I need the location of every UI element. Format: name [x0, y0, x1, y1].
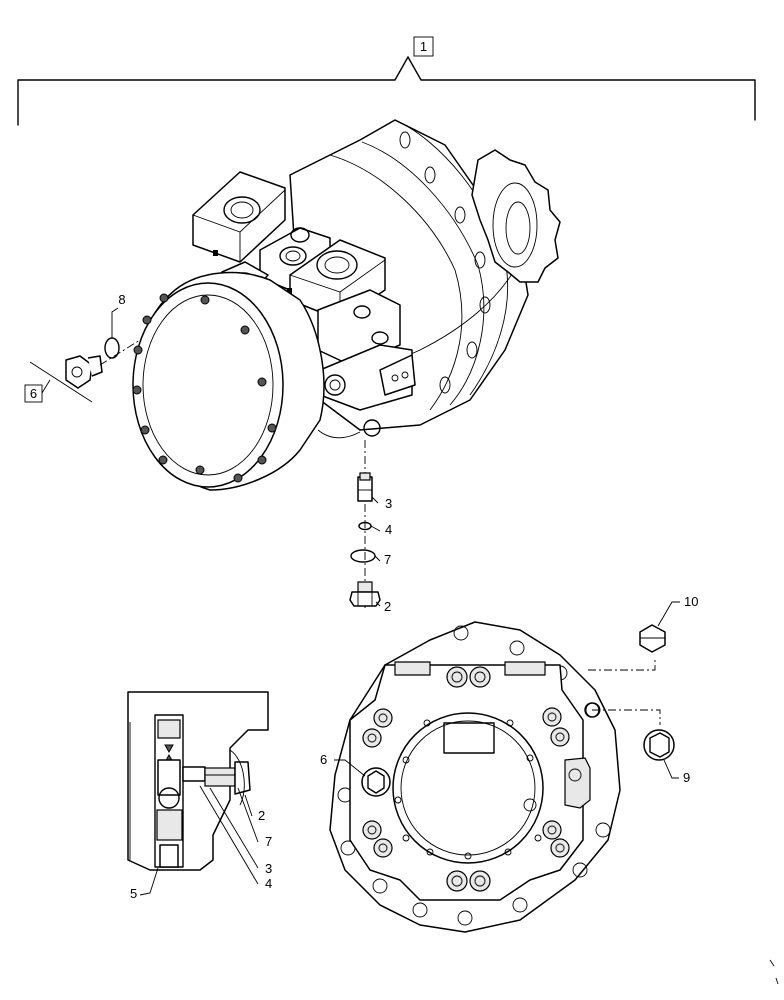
callout-2-section: 2	[258, 808, 265, 823]
callout-3-top: 3	[385, 496, 392, 511]
callout-6-rear: 6	[320, 752, 327, 767]
callout-4-top: 4	[385, 522, 392, 537]
housing-bolts	[362, 666, 570, 892]
sprocket	[471, 149, 561, 283]
callout-10: 10	[684, 594, 698, 609]
callout-7-section: 7	[265, 834, 272, 849]
callout-3-section: 3	[265, 861, 272, 876]
plug-6-rear	[361, 767, 391, 797]
part-10	[639, 624, 666, 653]
callout-9: 9	[683, 770, 690, 785]
hydraulic-motor	[132, 119, 561, 491]
plug-head	[65, 355, 93, 389]
tag-marker	[287, 288, 292, 295]
callout-7-top: 7	[384, 552, 391, 567]
callout-4-section: 4	[265, 876, 272, 891]
callout-6-top: 6	[30, 386, 37, 401]
tag-marker	[213, 250, 218, 256]
plug-exploded-center: 3 4 7 2	[349, 440, 392, 614]
callout-5: 5	[130, 886, 137, 901]
part-2	[349, 581, 381, 607]
plug-exploded-left: 6 8	[24, 292, 141, 403]
parts-9-10: 10 9	[588, 594, 698, 785]
assembly-bracket: 1	[17, 36, 756, 126]
callout-8: 8	[118, 292, 125, 307]
o-ring-8	[104, 337, 120, 359]
side-valve-blocks	[317, 289, 416, 439]
valve-block-upper	[192, 171, 286, 263]
part-3	[357, 472, 373, 502]
end-cover	[132, 271, 325, 491]
callout-box-6	[24, 384, 43, 403]
callout-box-1	[413, 36, 434, 57]
corner-mark	[769, 959, 779, 985]
section-view	[127, 691, 269, 871]
callout-2-top: 2	[384, 599, 391, 614]
motor-rear-view	[329, 621, 621, 933]
part-7	[350, 549, 376, 563]
callout-1: 1	[420, 39, 427, 54]
